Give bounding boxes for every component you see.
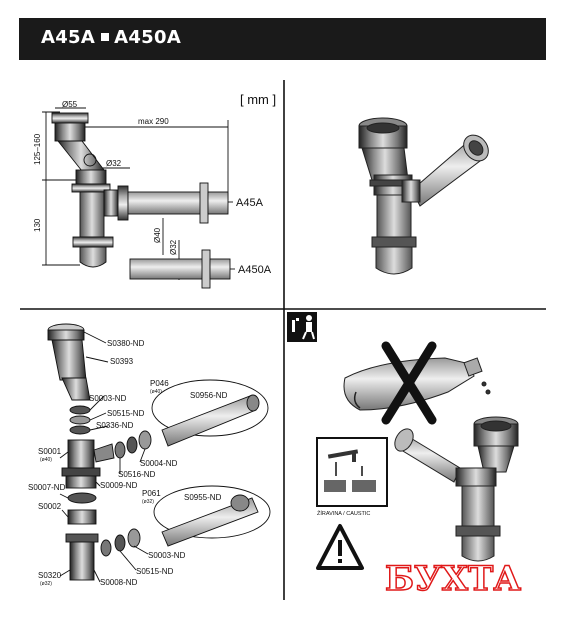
variant-a-label: A45A bbox=[236, 197, 264, 209]
model-b-label: A450A bbox=[114, 27, 182, 48]
product-render-small bbox=[394, 416, 519, 562]
height-lower-label: 130 bbox=[33, 218, 42, 232]
part-p046-sub: (ø40) bbox=[150, 389, 162, 395]
max-length-label: max 290 bbox=[138, 117, 169, 126]
warning-triangle-icon bbox=[316, 524, 364, 570]
caustic-label: ŽÍRAVINA / CAUSTIC bbox=[317, 509, 370, 517]
dimension-drawing bbox=[42, 107, 235, 289]
part-s0380-label: S0380-ND bbox=[107, 339, 145, 348]
part-labels: S0380-ND S0393 P046 (ø40) S0956-ND S0003… bbox=[28, 339, 228, 587]
title-bar: A45A A450A bbox=[19, 18, 546, 60]
part-s0320-sub: (ø32) bbox=[40, 581, 52, 587]
part-s0009-label: S0009-ND bbox=[100, 481, 138, 490]
installer-icon bbox=[287, 312, 317, 342]
part-s0320-label: S0320 bbox=[38, 571, 62, 580]
separator-square-icon bbox=[101, 33, 110, 41]
part-s0002-label: S0002 bbox=[38, 502, 62, 511]
part-s0003-top-label: S0003-ND bbox=[89, 394, 127, 403]
part-s0515-bottom-label: S0515-ND bbox=[136, 567, 174, 576]
diameter-32-label: Ø32 bbox=[106, 159, 122, 168]
caustic-warning-sign: ŽÍRAVINA / CAUSTIC bbox=[316, 437, 388, 517]
exploded-parts-drawing bbox=[47, 323, 271, 583]
part-s0004-label: S0004-ND bbox=[140, 459, 178, 468]
part-s0003-bottom-label: S0003-ND bbox=[148, 551, 186, 560]
dimension-labels: [ mm ] Ø55 max 290 125–160 Ø32 130 Ø40 Ø… bbox=[33, 92, 276, 276]
part-p061-sub: (ø32) bbox=[142, 499, 154, 505]
part-p046-label: P046 bbox=[150, 379, 169, 388]
outlet-d32-label: Ø32 bbox=[169, 239, 178, 255]
product-render bbox=[358, 117, 489, 275]
part-s0516-label: S0516-ND bbox=[118, 470, 156, 479]
part-s0955-label: S0955-ND bbox=[184, 493, 222, 502]
part-s0956-label: S0956-ND bbox=[190, 391, 228, 400]
model-title: A45A A450A bbox=[41, 27, 181, 48]
part-s0001-label: S0001 bbox=[38, 447, 62, 456]
outlet-d40-label: Ø40 bbox=[153, 227, 162, 243]
part-p061-label: P061 bbox=[142, 489, 161, 498]
part-s0007-label: S0007-ND bbox=[28, 483, 66, 492]
part-s0008-label: S0008-ND bbox=[100, 578, 138, 587]
part-s0393-label: S0393 bbox=[110, 357, 134, 366]
part-s0001-sub: (ø40) bbox=[40, 457, 52, 463]
no-chemicals-warning bbox=[343, 341, 491, 425]
part-s0515-top-label: S0515-ND bbox=[107, 409, 145, 418]
diameter-55-label: Ø55 bbox=[62, 100, 78, 109]
watermark-text: БУХТА bbox=[385, 559, 521, 599]
height-range-label: 125–160 bbox=[33, 133, 42, 165]
variant-b-label: A450A bbox=[238, 264, 272, 276]
watermark-logo: БУХТА bbox=[384, 558, 522, 600]
model-a-label: A45A bbox=[41, 27, 96, 48]
units-label: [ mm ] bbox=[240, 92, 276, 107]
part-s0336-label: S0336-ND bbox=[96, 421, 134, 430]
